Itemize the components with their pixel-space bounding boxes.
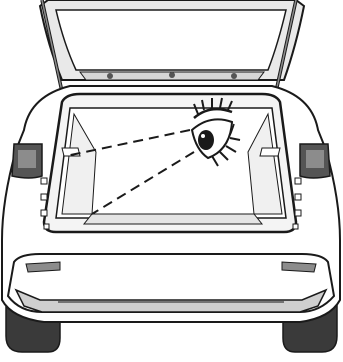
bumper-step — [26, 262, 60, 272]
tailgate-light — [169, 72, 175, 78]
cargo-floor — [84, 214, 262, 224]
tailgate-light — [107, 73, 113, 79]
right-hook — [260, 148, 280, 156]
tailgate-window — [56, 10, 286, 70]
tailgate-light — [231, 73, 237, 79]
